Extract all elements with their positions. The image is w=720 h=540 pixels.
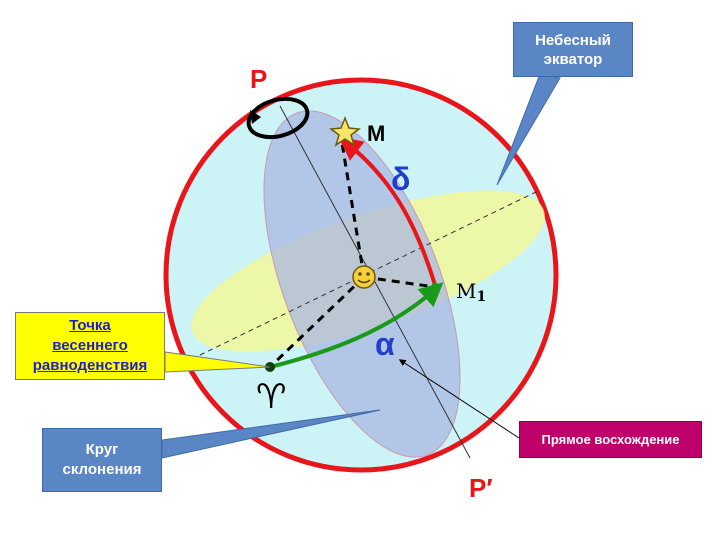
vernal-equinox-callout-line: равноденствия — [32, 357, 148, 374]
right-ascension-callout-text: Прямое восхождение — [541, 432, 680, 447]
star-icon — [329, 115, 361, 147]
celestial-equator-callout: Небесный экватор — [513, 22, 633, 77]
vernal-equinox-callout-line: весеннего — [52, 337, 128, 354]
right-ascension-arc — [269, 282, 444, 369]
pole-north-label: P — [250, 64, 267, 94]
declination-circle-callout-line: склонения — [62, 461, 142, 478]
declination-circle-callout: Круг склонения — [42, 428, 162, 492]
pole-south-label: P′ — [469, 473, 493, 503]
right-ascension-label: α — [375, 326, 395, 362]
declination-label: δ — [391, 161, 410, 197]
rotation-arrow-icon — [246, 96, 310, 140]
vernal-callout-pointer — [164, 351, 271, 373]
radius-to-vernal-point — [268, 275, 366, 369]
vernal-equinox-symbol: ♈ — [256, 377, 286, 417]
star-projection-subscript: 1 — [476, 289, 486, 305]
m1-point — [431, 282, 439, 290]
star-projection-label: M1 — [456, 279, 486, 305]
right-ascension-callout: Прямое восхождение — [519, 421, 702, 458]
vernal-equinox-callout: Точка весеннего равноденствия — [15, 312, 165, 380]
observer-icon — [352, 265, 376, 289]
radius-to-star — [340, 142, 366, 278]
declination-circle-callout-line: Круг — [85, 441, 119, 458]
equator-callout-pointer — [496, 73, 561, 186]
vernal-equinox-callout-line: Точка — [69, 317, 111, 334]
declination-arc — [338, 136, 437, 286]
celestial-equator-callout-line: экватор — [543, 50, 603, 68]
ra-pointer-arrow — [398, 359, 520, 439]
star-label: M — [367, 121, 385, 146]
declination-callout-pointer — [161, 409, 381, 459]
world-axis — [279, 105, 471, 459]
celestial-equator-callout-line: Небесный — [535, 31, 611, 49]
